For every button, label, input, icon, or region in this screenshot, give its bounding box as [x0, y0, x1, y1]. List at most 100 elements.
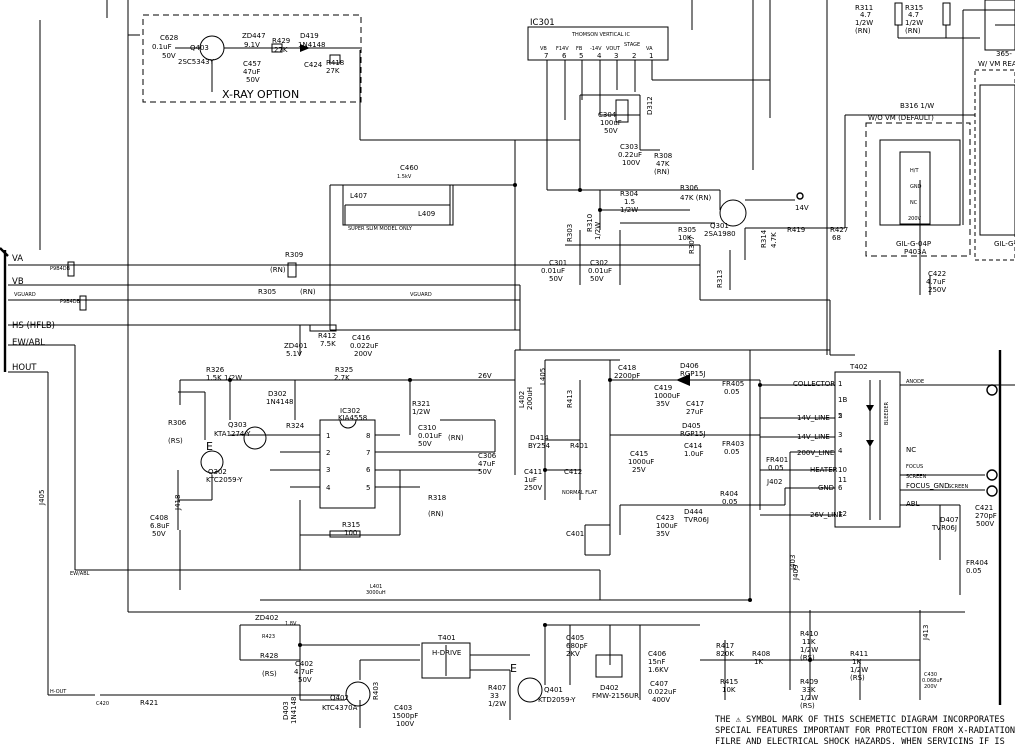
label-fr405-value: 0.05 [724, 388, 740, 396]
ic301-pinlabel-1: VB [540, 46, 547, 52]
label-j405: J405 [38, 490, 46, 506]
label-r315b-value: 100 [344, 529, 357, 537]
label-r423: R423 [262, 634, 275, 640]
label-r309: R309 [285, 251, 303, 259]
label-c414: C414 [684, 442, 703, 450]
label-d403: D403 [282, 701, 290, 720]
label-r408: R408 [752, 650, 770, 658]
b316-pin4: H/T [910, 168, 919, 174]
ic301-pin-4: 4 [597, 52, 602, 60]
label-c301-value: 0.01uF [541, 267, 565, 275]
label-c419-rating: 35V [656, 400, 670, 408]
fbt-screen-2: SCREEN [948, 484, 968, 490]
label-c310: C310 [418, 424, 436, 432]
label-r305a: R305 [678, 226, 696, 234]
ic301-pinlabel-7: VA [646, 46, 653, 52]
label-r411-value: 1K [852, 658, 861, 666]
label-c430-value: 0.068uF [922, 678, 942, 684]
label-c403: C403 [394, 704, 412, 712]
label-d419: D419 [300, 32, 319, 40]
fbt-nc: NC [906, 446, 916, 454]
label-fr401-value: 0.05 [768, 464, 784, 472]
label-c460: C460 [400, 164, 418, 172]
label-c412: C412 [564, 468, 582, 476]
label-l409: L409 [418, 210, 435, 218]
label-c457: C457 [243, 60, 261, 68]
label-r313: R313 [716, 270, 724, 288]
fbt-200v-line: 200V_LINE [797, 449, 834, 457]
label-c407: C407 [650, 680, 668, 688]
ic301-pin-3: 3 [614, 52, 618, 60]
ic301-pinlabel-3: FB [576, 46, 583, 52]
label-r318: R318 [428, 494, 446, 502]
label-r315-flag: (RN) [905, 27, 921, 35]
label-q401: Q401 [544, 686, 563, 694]
label-r409-watt: 1/2W [800, 694, 818, 702]
label-c406-rating: 1.6KV [648, 666, 669, 674]
label-h-out: H-OUT [50, 689, 67, 695]
label-r427: R427 [830, 226, 848, 234]
signal-va: VA [12, 254, 23, 264]
label-r304-value: 1.5 [624, 198, 635, 206]
b316-pin3: GND [910, 184, 922, 190]
label-r409: R409 [800, 678, 818, 686]
label-c405-rating: 2KV [566, 650, 580, 658]
label-r311: R311 [855, 4, 873, 12]
label-c310-rating: 50V [418, 440, 432, 448]
fbt-gnd: GND [818, 484, 834, 492]
label-c419: C419 [654, 384, 672, 392]
label-r410-watt: 1/2W [800, 646, 818, 654]
signal-ew-abl: EW/ABL [12, 338, 45, 348]
label-r306-value: 47K (RN) [680, 194, 712, 202]
label-c402-rating: 50V [298, 676, 312, 684]
xray-option-block: X-RAY OPTION C628 0.1uF 50V Q403 2SC5343… [142, 14, 362, 103]
label-t401: T401 [437, 634, 456, 642]
l407-block: L407 L409 SUPER SLIM MODEL ONLY C460 1.5… [342, 164, 454, 232]
label-c306: C306 [478, 452, 497, 460]
ic302-pin-7: 7 [366, 449, 370, 457]
label-c302-value: 0.01uF [588, 267, 612, 275]
label-r412: R412 [318, 332, 336, 340]
label-c416-rating: 200V [354, 350, 372, 358]
label-d406-type: RGP15J [680, 370, 705, 378]
label-r411: R411 [850, 650, 868, 658]
fbt-26v-line: 26V_LINE [810, 511, 843, 519]
label-fr404-value: 0.05 [966, 567, 982, 575]
ic301-pin-1: 1 [649, 52, 653, 60]
label-r306b: R306 [168, 419, 187, 427]
label-r411-watt: 1/2W [850, 666, 868, 674]
label-r413: R413 [566, 390, 574, 408]
fbt-pin-10: 10 [838, 466, 847, 474]
label-q303: Q303 [228, 421, 247, 429]
fbt-pin-5: 5 [838, 412, 842, 420]
b316-part: GIL-G-04P [896, 240, 931, 248]
signal-hs: HS (HFLB) [12, 321, 55, 331]
label-j413: J413 [922, 625, 930, 641]
label-c418: C418 [618, 364, 636, 372]
label-r315b: R315 [342, 521, 360, 529]
label-fr401: FR401 [766, 456, 788, 464]
label-c304-value: 100uF [600, 119, 622, 127]
label-r421: R421 [140, 699, 158, 707]
label-r412-value: 7.5K [320, 340, 336, 348]
b316-title: B316 1/W [900, 102, 934, 110]
label-d414-type: BY254 [528, 442, 551, 450]
label-r314-value: 4.7K [770, 232, 778, 248]
label-r407-value: 33 [490, 692, 499, 700]
fbt-pin-11: 11 [838, 476, 847, 484]
fbt-name: T402 [849, 363, 868, 371]
label-r311-watt: 1/2W [855, 19, 873, 27]
label-j402: J402 [766, 478, 782, 486]
fbt-anode: ANODE [906, 379, 924, 385]
label-q303-type: KTA1274-Y [214, 430, 251, 438]
label-l402-value: 200uH [526, 387, 534, 410]
label-l401: L401 [370, 584, 382, 590]
ic301-pin-7: 7 [544, 52, 548, 60]
label-r321: R321 [412, 400, 430, 408]
label-d402: D402 [600, 684, 619, 692]
label-r318-flag: (RN) [428, 510, 444, 518]
label-j403: J403 [789, 555, 797, 571]
label-r417: R417 [716, 642, 734, 650]
fbt-pin-4: 4 [838, 447, 843, 455]
label-fr404: FR404 [966, 559, 989, 567]
